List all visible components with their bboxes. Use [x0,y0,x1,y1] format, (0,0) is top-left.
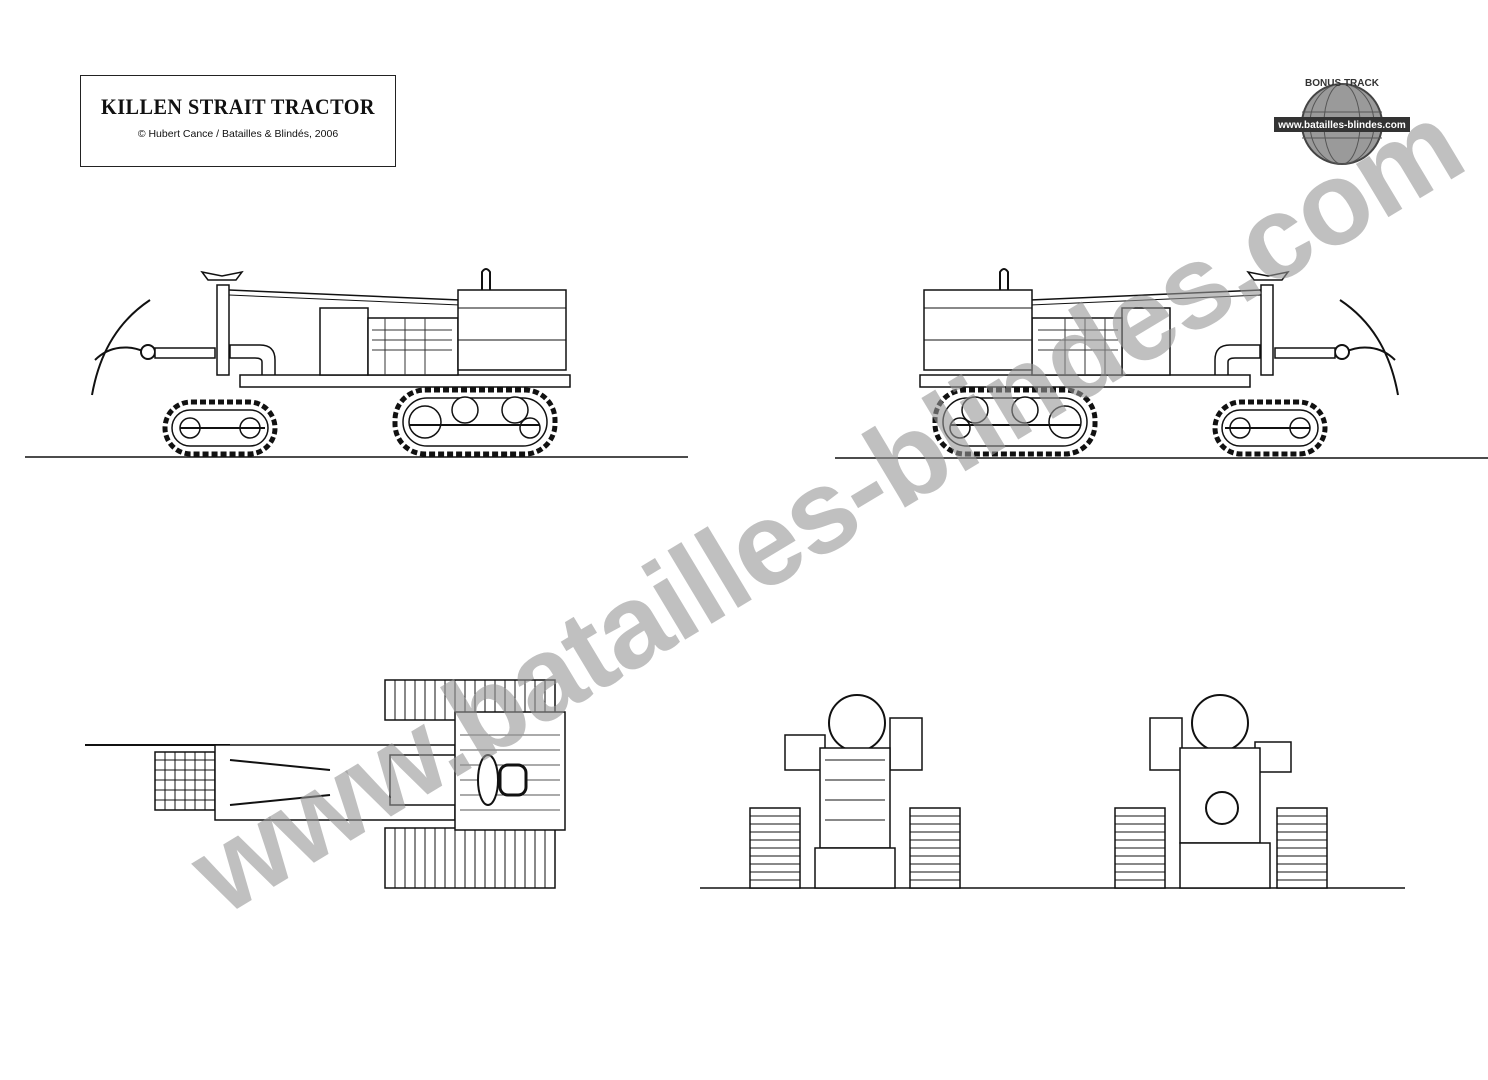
drawing-title: KILLEN STRAIT TRACTOR [100,94,375,119]
top-view [85,679,566,889]
title-block: KILLEN STRAIT TRACTOR © Hubert Cance / B… [80,75,396,167]
rear-view [1114,694,1328,889]
copyright-credit: © Hubert Cance / Batailles & Blindés, 20… [137,128,339,140]
front-view [749,694,961,889]
left-side-view [92,269,570,454]
bonus-track-globe-logo: BONUS TRACK www.batailles-blindes.com [1274,78,1410,165]
svg-text:www.batailles-blindes.com: www.batailles-blindes.com [1277,120,1406,131]
svg-text:BONUS TRACK: BONUS TRACK [1305,78,1380,89]
